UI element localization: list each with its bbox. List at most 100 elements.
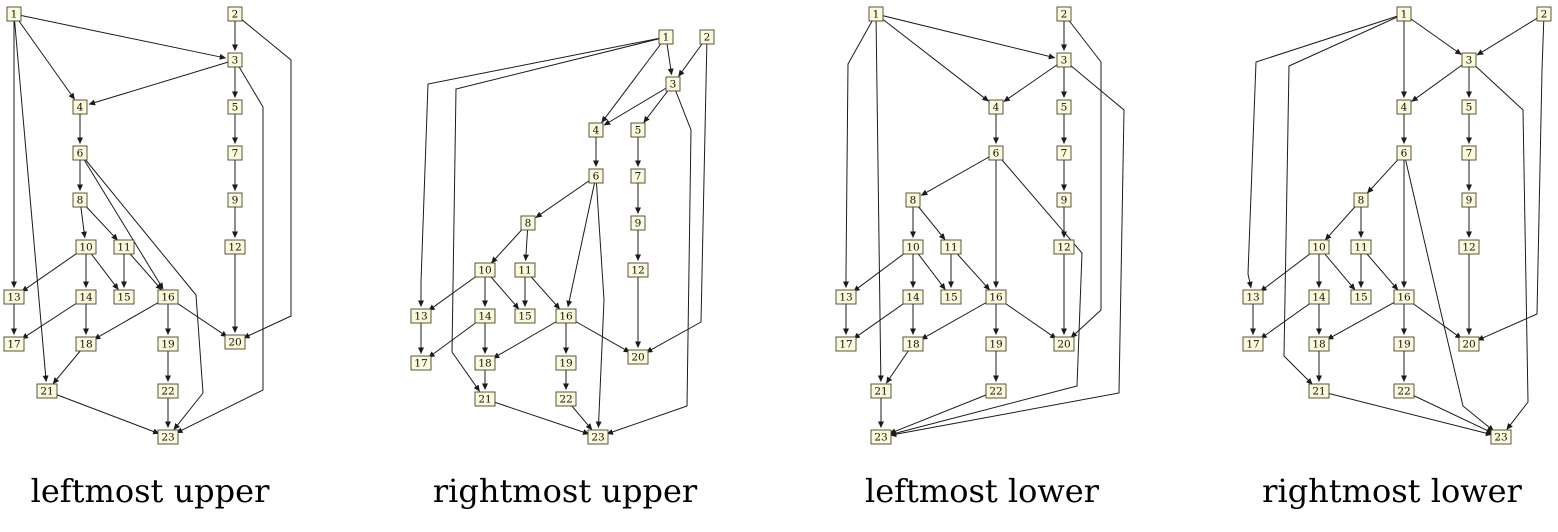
node-20-label: 20 [1462,339,1475,351]
node-2-label: 2 [1541,9,1548,21]
node-5-box [630,122,646,138]
node-15-label: 15 [944,292,957,304]
node-22-box [985,383,1007,399]
node-18-box [1308,336,1330,352]
node-21-label: 21 [478,394,491,406]
node-21-box [1308,383,1330,399]
node-10-label: 10 [478,265,491,277]
edge-1-4 [13,13,75,100]
edge-2-20 [1477,13,1545,341]
node-15-label: 15 [518,311,531,323]
node-2-label: 2 [232,9,239,21]
node-17-label: 17 [1246,339,1259,351]
node-15-label: 15 [1354,292,1367,304]
node-6-box [72,145,88,161]
node-13-label: 13 [7,292,20,304]
node-7-box [227,145,243,161]
node-20-label: 20 [228,337,241,349]
node-9-label: 9 [1466,195,1473,207]
node-21-label: 21 [40,386,53,398]
node-15-box [940,289,962,305]
node-6-label: 6 [77,148,84,160]
node-22-box [157,383,179,399]
edge-21-23 [46,390,160,435]
node-4-box [72,99,88,115]
node-11-box [1350,239,1372,255]
node-17-box [3,336,25,352]
node-15-box [514,308,536,324]
node-21-box [474,391,496,407]
node-4-box [988,99,1004,115]
node-11-label: 11 [1354,242,1367,254]
node-9-label: 9 [232,195,239,207]
node-12-label: 12 [1057,242,1070,254]
edge-22-23 [1403,390,1493,434]
node-23-label: 23 [874,432,887,444]
edge-6-8 [920,152,997,196]
node-7-box [630,168,646,184]
node-18-label: 18 [478,358,491,370]
node-13-box [410,308,432,324]
node-1-label: 1 [1401,9,1408,21]
node-11-label: 11 [518,265,531,277]
node-12-label: 12 [631,265,644,277]
node-2-label: 2 [1061,9,1068,21]
node-5-label: 5 [1061,102,1068,114]
edge-3-23 [1468,59,1529,430]
edge-3-4 [603,83,674,126]
node-7-box [1461,145,1477,161]
edge-3-4 [1003,59,1065,103]
node-4-label: 4 [593,125,600,137]
node-12-box [627,262,649,278]
node-23-label: 23 [591,432,604,444]
node-19-box [985,336,1007,352]
node-13-box [1242,289,1264,305]
node-16-label: 16 [559,311,573,323]
edge-1-21 [13,13,49,383]
caption-rightmost-lower: rightmost lower [1262,472,1522,510]
edge-2-20 [234,13,292,339]
node-9-label: 9 [1061,195,1068,207]
node-19-box [555,355,577,371]
node-18-box [474,355,496,371]
edge-1-21 [1283,13,1405,385]
node-2-label: 2 [704,32,711,44]
node-17-box [835,336,857,352]
edge-1-3 [1403,13,1462,55]
node-12-label: 12 [228,242,241,254]
node-20-label: 20 [631,352,644,364]
node-2-box [227,6,243,22]
node-5-label: 5 [1466,102,1473,114]
node-16-box [985,289,1007,305]
node-19-label: 19 [161,339,174,351]
node-21-label: 21 [874,386,887,398]
node-10-label: 10 [1312,242,1325,254]
node-7-label: 7 [635,171,642,183]
node-2-box [1056,6,1072,22]
node-10-box [474,262,496,278]
node-20-box [627,349,649,365]
edge-1-3 [13,13,227,60]
node-23-label: 23 [1494,432,1507,444]
node-11-box [113,239,135,255]
node-19-label: 19 [559,358,572,370]
node-14-box [474,308,496,324]
node-7-label: 7 [232,148,239,160]
node-6-label: 6 [1401,148,1408,160]
node-16-label: 16 [161,292,175,304]
node-4-label: 4 [993,102,1000,114]
node-20-box [224,334,246,350]
node-8-box [72,192,88,208]
node-14-box [1308,289,1330,305]
node-12-box [1458,239,1480,255]
edge-1-13 [843,13,877,288]
edge-6-8 [535,175,597,219]
node-1-label: 1 [873,9,880,21]
node-21-label: 21 [1312,386,1325,398]
edge-2-20 [1063,13,1102,338]
edge-3-4 [88,59,236,106]
edge-1-21 [875,13,884,383]
edge-6-16 [566,175,597,308]
